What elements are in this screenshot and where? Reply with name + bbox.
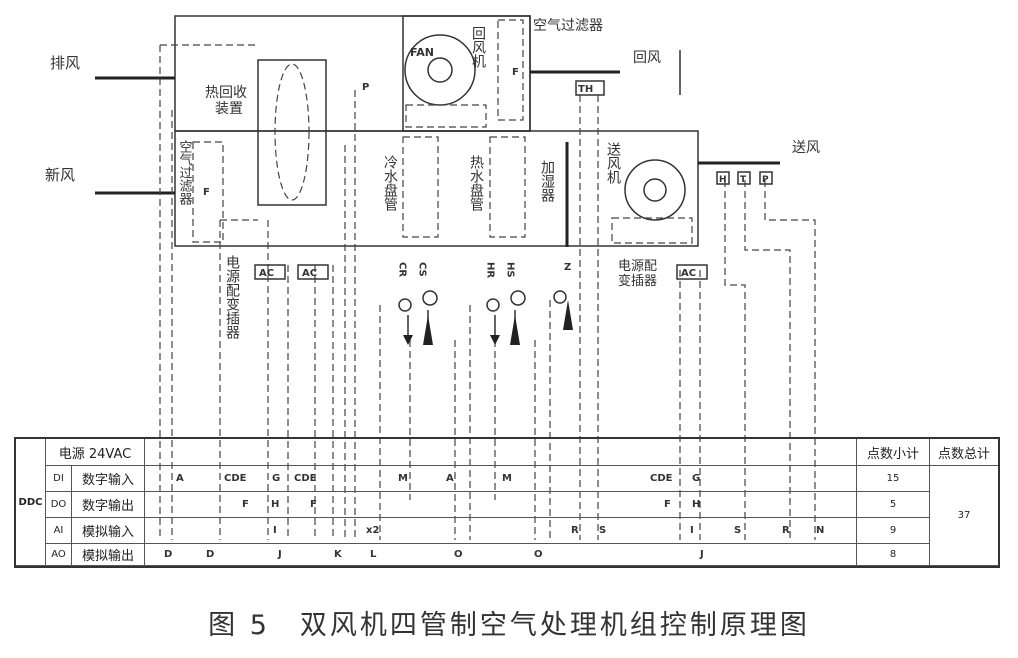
figure-caption: 图 5 双风机四管制空气处理机组控制原理图 [208, 610, 810, 641]
return-fan-label: 回风机 [470, 26, 486, 69]
heat-recovery-box [257, 59, 327, 206]
ddc-label: DDC [16, 439, 46, 566]
row-power-label: 电源 24VAC [46, 439, 145, 466]
do-marker: H [271, 499, 280, 510]
di-marker: G [692, 473, 701, 484]
heat-recovery-label-2: 装置 [215, 101, 243, 117]
row-do-code: DO [46, 492, 72, 518]
di-marker: A [446, 473, 454, 484]
row-ao-label: 模拟输出 [72, 544, 145, 566]
di-marker: CDE [224, 473, 247, 484]
di-marker: M [398, 473, 408, 484]
supply-fan-label: 送风机 [605, 142, 621, 185]
air-filter-top-label: 空气过滤器 [533, 18, 603, 34]
return-fan-box [402, 15, 531, 132]
di-count: 15 [857, 466, 930, 492]
power-transformer-left-label: 电源配变插器 [224, 255, 240, 339]
ai-marker: x2 [366, 525, 380, 536]
ao-count: 8 [857, 544, 930, 566]
supply-air-label: 送风 [792, 140, 820, 156]
ai-marker: I [690, 525, 694, 536]
return-filter [497, 19, 524, 121]
ao-marker: J [278, 549, 282, 560]
humidifier-label: 加湿器 [539, 160, 555, 202]
row-ao-code: AO [46, 544, 72, 566]
air-filter-left-label: 空气过滤器 [177, 140, 193, 206]
heating-coil [489, 136, 526, 238]
di-marker: CDE [650, 473, 673, 484]
ac-box-1: AC [259, 268, 274, 279]
ai-marker: N [816, 525, 825, 536]
do-marker: F [242, 499, 249, 510]
pressure-sensor: P [362, 82, 369, 93]
pipe-cs: CS [417, 262, 428, 277]
sensor-t: T [740, 175, 747, 185]
ao-marker: K [334, 549, 342, 560]
row-di-body [145, 466, 857, 492]
total-header: 点数总计 [930, 439, 998, 466]
fresh-air-filter [192, 141, 224, 243]
di-marker: CDE [294, 473, 317, 484]
ao-marker: O [534, 549, 543, 560]
fresh-air-label: 新风 [45, 166, 75, 184]
row-ai-body [145, 518, 857, 544]
fan-label: FAN [410, 46, 434, 59]
heat-recovery-label-1: 热回收 [205, 85, 247, 101]
cooling-coil [402, 136, 439, 238]
exhaust-air-label: 排风 [50, 54, 80, 72]
ai-count: 9 [857, 518, 930, 544]
row-ao-body [145, 544, 857, 566]
ai-marker: S [734, 525, 742, 536]
ao-marker: L [370, 549, 377, 560]
ai-marker: I [273, 525, 277, 536]
ddc-points-table: DDC 电源 24VAC DI 数字输入 DO 数字输出 AI 模拟输入 AO … [14, 437, 1000, 568]
ai-marker: R [782, 525, 790, 536]
pipe-hr: HR [485, 262, 496, 278]
row-di-label: 数字输入 [72, 466, 145, 492]
ai-marker: R [571, 525, 579, 536]
th-sensor: TH [578, 84, 593, 95]
sensor-p: P [762, 175, 769, 185]
row-power-body [145, 439, 857, 466]
row-do-body [145, 492, 857, 518]
subtotal-header: 点数小计 [857, 439, 930, 466]
row-ai-code: AI [46, 518, 72, 544]
return-air-label: 回风 [633, 50, 661, 66]
total-count: 37 [930, 466, 998, 566]
di-marker: A [176, 473, 184, 484]
do-marker: H [692, 499, 701, 510]
do-count: 5 [857, 492, 930, 518]
row-ai-label: 模拟输入 [72, 518, 145, 544]
power-transformer-right-2: 变插器 [618, 273, 657, 289]
ac-box-2: AC [302, 268, 317, 279]
pipe-z: Z [564, 262, 571, 273]
ao-marker: J [700, 549, 704, 560]
row-do-label: 数字输出 [72, 492, 145, 518]
do-marker: F [664, 499, 671, 510]
sensor-h: H [719, 175, 727, 185]
cooling-coil-label: 冷水盘管 [382, 155, 398, 211]
ai-marker: S [599, 525, 607, 536]
do-marker: F [310, 499, 317, 510]
di-marker: G [272, 473, 281, 484]
filter-f-top: F [512, 67, 519, 78]
supply-fan-icon [624, 159, 686, 221]
heating-coil-label: 热水盘管 [468, 155, 484, 211]
power-transformer-right-1: 电源配 [618, 259, 657, 274]
ao-marker: D [164, 549, 173, 560]
valve-actuators [398, 290, 573, 345]
filter-f-left: F [203, 187, 210, 198]
pipe-hs: HS [505, 262, 516, 278]
di-marker: M [502, 473, 512, 484]
supply-section [174, 130, 699, 247]
row-di-code: DI [46, 466, 72, 492]
ac-box-3: AC [681, 268, 696, 279]
ao-marker: O [454, 549, 463, 560]
ao-marker: D [206, 549, 215, 560]
pipe-cr: CR [397, 262, 408, 277]
